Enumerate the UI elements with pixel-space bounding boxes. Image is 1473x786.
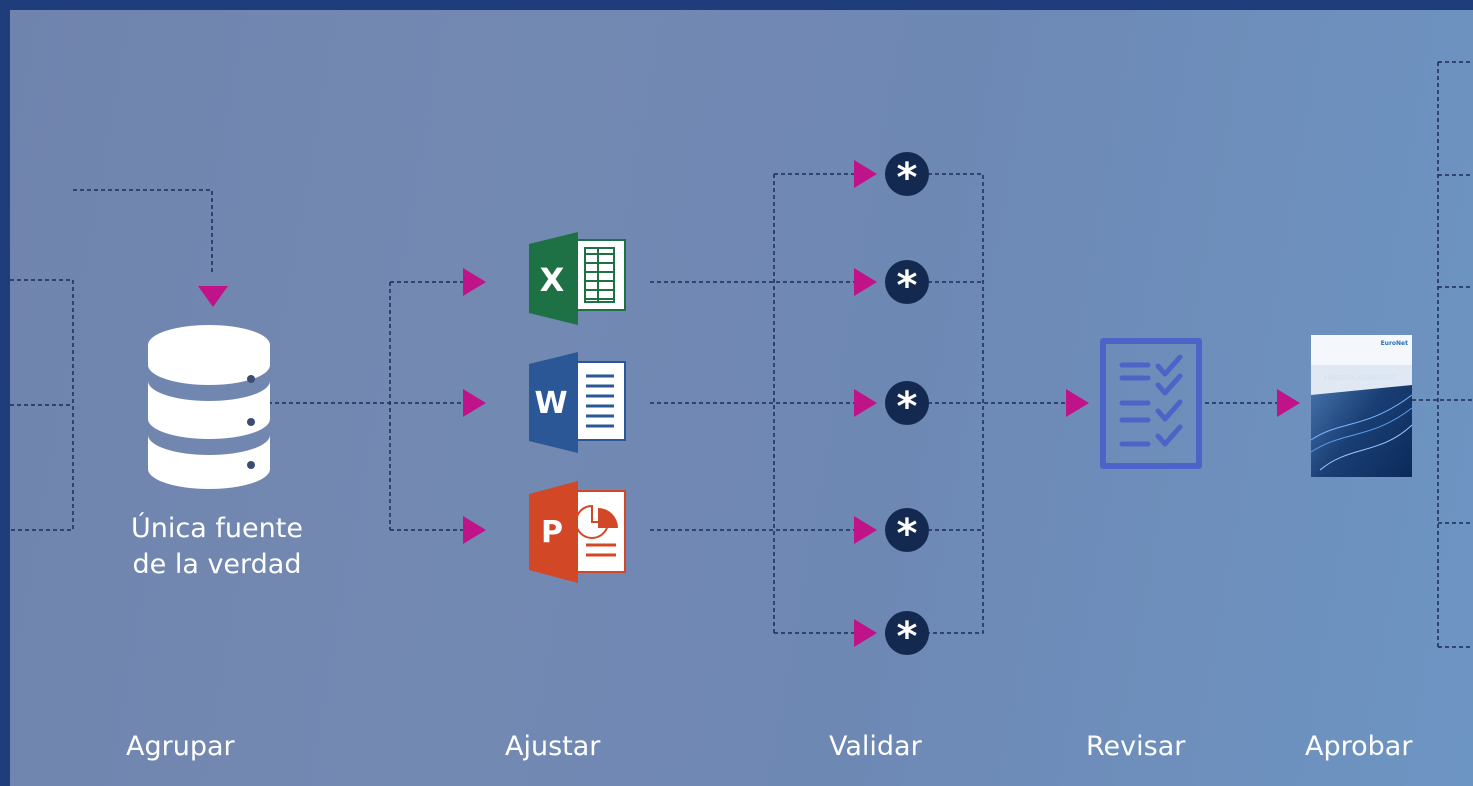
validation-symbol: * [897, 614, 918, 660]
stage-label-agrupar: Agrupar [126, 731, 235, 762]
stage-label-revisar: Revisar [1086, 731, 1186, 762]
excel-icon[interactable]: X [529, 232, 626, 325]
report-title: KONZERNLAGEBERICHT [1324, 375, 1396, 382]
connector-lines [10, 61, 1473, 648]
source-caption-line1: Única fuente [131, 513, 303, 544]
database-icon [148, 325, 270, 489]
stage-label-validar: Validar [829, 731, 922, 762]
validation-node: * [885, 381, 929, 430]
validation-symbol: * [897, 263, 918, 309]
validation-node: * [885, 152, 929, 201]
validation-node: * [885, 508, 929, 557]
validation-node: * [885, 611, 929, 660]
validation-symbol: * [897, 155, 918, 201]
excel-letter: X [540, 261, 565, 299]
validation-symbol: * [897, 511, 918, 557]
checklist-icon [1100, 338, 1202, 469]
stage-label-ajustar: Ajustar [505, 731, 601, 762]
source-caption: Única fuente de la verdad [102, 511, 332, 583]
report-cover-icon: EuroNet KONZERNLAGEBERICHT [1310, 335, 1413, 477]
report-brand: EuroNet [1381, 340, 1409, 347]
validation-node: * [885, 260, 929, 309]
validation-symbol: * [897, 384, 918, 430]
stage-label-aprobar: Aprobar [1305, 731, 1413, 762]
powerpoint-icon[interactable]: P [529, 481, 626, 583]
word-letter: W [534, 386, 567, 421]
powerpoint-letter: P [541, 515, 563, 550]
arrow-heads [198, 160, 1300, 647]
word-icon[interactable]: W [529, 352, 626, 453]
source-caption-line2: de la verdad [132, 549, 302, 580]
